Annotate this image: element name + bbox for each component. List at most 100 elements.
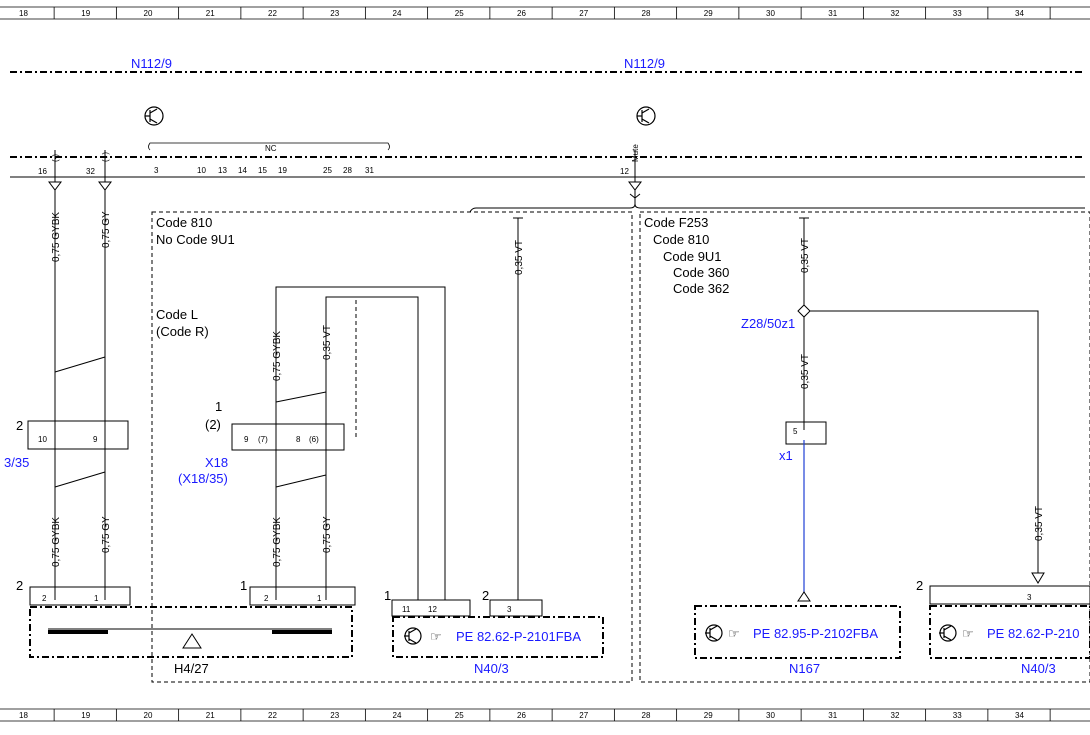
grid-number: 18 xyxy=(19,9,28,18)
pin-12: 12 xyxy=(620,167,629,176)
code-lr-1: Code L xyxy=(156,307,198,322)
wire-label: 0,75 GYBK xyxy=(272,331,283,381)
pin-fork-icon xyxy=(629,193,641,199)
grid-number: 31 xyxy=(828,9,837,18)
h4-connector-right-number: 1 xyxy=(240,578,247,593)
code-left-1: Code 810 xyxy=(156,215,212,230)
pointer-hand-icon: ☞ xyxy=(728,626,740,641)
code-left-2: No Code 9U1 xyxy=(156,232,235,247)
grid-ruler-bottom xyxy=(0,708,1090,722)
pin-32: 32 xyxy=(86,167,95,176)
component-label-n112-left: N112/9 xyxy=(131,56,172,71)
grid-number: 29 xyxy=(704,711,713,720)
pin-arrow-icon xyxy=(797,591,811,602)
ref-pe-left[interactable]: PE 82.62-P-2101FBA xyxy=(456,629,581,644)
component-label-n40-right: N40/3 xyxy=(1021,661,1056,676)
grid-number: 24 xyxy=(393,711,402,720)
grid-number: 22 xyxy=(268,711,277,720)
nc-pin-31: 31 xyxy=(365,166,374,175)
n40-right-pin: 3 xyxy=(1027,593,1032,602)
nc-pin-25: 25 xyxy=(323,166,332,175)
pin-arrow-icon xyxy=(48,181,62,191)
grid-number: 33 xyxy=(953,711,962,720)
splice-icon xyxy=(797,304,811,318)
connector-left-pin-a: 10 xyxy=(38,435,47,444)
code-right-4: Code 360 xyxy=(673,265,729,280)
connector-left-pin-b: 9 xyxy=(93,435,98,444)
pin-arrow-icon xyxy=(1031,572,1045,584)
connector-x18-pin-b-alt: (6) xyxy=(309,435,319,444)
n40-right-housing xyxy=(929,605,1090,659)
grid-number: 33 xyxy=(953,9,962,18)
grid-number: 18 xyxy=(19,711,28,720)
n40-vt-number: 2 xyxy=(482,588,489,603)
pointer-hand-icon: ☞ xyxy=(430,629,442,644)
code-right-2: Code 810 xyxy=(653,232,709,247)
component-label-x1: x1 xyxy=(779,448,793,463)
grid-ruler-top xyxy=(0,6,1090,20)
shield-brace xyxy=(469,203,1085,213)
h4-pin-c: 2 xyxy=(264,594,269,603)
grid-number: 25 xyxy=(455,711,464,720)
wire-label: 0,35 VT xyxy=(1034,506,1045,541)
ref-pe-right[interactable]: PE 82.62-P-210 xyxy=(987,626,1080,641)
grid-number: 28 xyxy=(642,711,651,720)
x1-pin: 5 xyxy=(793,427,798,436)
h4-pin-a: 2 xyxy=(42,594,47,603)
wire-label: 0,75 GYBK xyxy=(272,517,283,567)
grid-number: 32 xyxy=(891,711,900,720)
x1-connector xyxy=(785,421,827,445)
n40-right-number: 2 xyxy=(916,578,923,593)
n40-vt-pin: 3 xyxy=(507,605,512,614)
connector-x18-pin-b: 8 xyxy=(296,435,301,444)
grid-number: 27 xyxy=(579,711,588,720)
nc-pin-10: 10 xyxy=(197,166,206,175)
connector-x18-number: 1 xyxy=(215,399,222,414)
wire-label: 0,75 GY xyxy=(322,516,333,553)
grid-number: 23 xyxy=(330,711,339,720)
grid-number: 30 xyxy=(766,711,775,720)
ref-pe-mid[interactable]: PE 82.95-P-2102FBA xyxy=(753,626,878,641)
wire-label: 0,75 GY xyxy=(101,516,112,553)
component-label-n40-left: N40/3 xyxy=(474,661,509,676)
pin-16: 16 xyxy=(38,167,47,176)
grid-number: 26 xyxy=(517,711,526,720)
code-lr-2: (Code R) xyxy=(156,324,209,339)
code-right-5: Code 362 xyxy=(673,281,729,296)
n40-vt-connector xyxy=(489,599,543,617)
wire-label: 0,35 VT xyxy=(514,240,525,275)
h4-connector-left-number: 2 xyxy=(16,578,23,593)
grid-number: 19 xyxy=(81,711,90,720)
h4-pin-b: 1 xyxy=(94,594,99,603)
component-label-x18-partial: 3/35 xyxy=(4,455,29,470)
component-label-h4-27: H4/27 xyxy=(174,661,209,676)
grid-number: 24 xyxy=(393,9,402,18)
connector-x18-pin-a: 9 xyxy=(244,435,249,444)
transistor-icon xyxy=(636,106,656,126)
grid-number: 34 xyxy=(1015,711,1024,720)
connector-left xyxy=(27,420,129,450)
pin-pos-label: (+) xyxy=(101,152,110,162)
nc-pin-13: 13 xyxy=(218,166,227,175)
pin-mute-label: Mute xyxy=(631,144,640,162)
twist-marker xyxy=(54,471,106,488)
grid-number: 31 xyxy=(828,711,837,720)
transistor-icon xyxy=(939,624,957,642)
pointer-hand-icon: ☞ xyxy=(962,626,974,641)
nc-pin-28: 28 xyxy=(343,166,352,175)
n40-connector-number: 1 xyxy=(384,588,391,603)
h4-pin-d: 1 xyxy=(317,594,322,603)
twist-marker xyxy=(275,474,327,488)
n40-3-housing xyxy=(392,616,604,658)
grid-number: 25 xyxy=(455,9,464,18)
pin-arrow-icon xyxy=(98,181,112,191)
wire-label: 0,35 VT xyxy=(800,238,811,273)
grid-number: 34 xyxy=(1015,9,1024,18)
pin-neg-label: (-) xyxy=(51,154,60,162)
h4-connector-left xyxy=(29,586,131,606)
component-label-n167: N167 xyxy=(789,661,820,676)
grid-number: 27 xyxy=(579,9,588,18)
wire-label: 0,35 VT xyxy=(322,325,333,360)
